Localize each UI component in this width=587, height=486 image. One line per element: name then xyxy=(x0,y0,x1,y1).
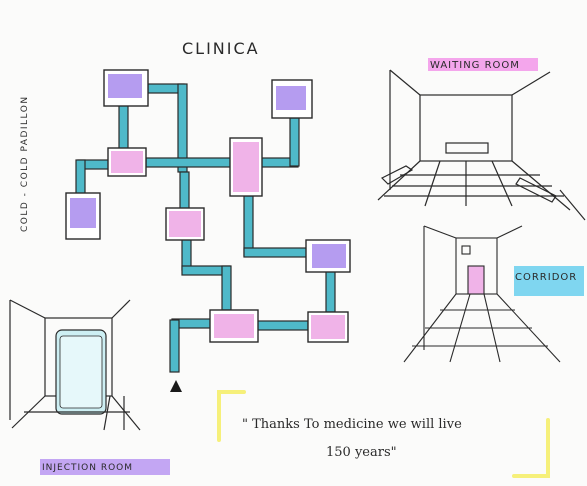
title-clinica: CLINICA xyxy=(182,39,260,58)
room-far-left xyxy=(65,192,101,240)
corridor-sketch: CORRIDOR xyxy=(403,225,584,363)
label-waiting-room: WAITING ROOM xyxy=(430,60,520,71)
corridor-highlight xyxy=(514,266,584,296)
quote-line-2: 150 years" xyxy=(326,445,397,460)
side-label: COLD - COLD PADILLON xyxy=(20,95,30,232)
label-injection-room: INJECTION ROOM xyxy=(42,463,133,473)
waiting-room-sketch: WAITING ROOM xyxy=(377,58,586,221)
injection-room-sketch: INJECTION ROOM xyxy=(9,299,170,475)
room-bottom-right xyxy=(307,311,349,343)
room-tall-middle xyxy=(229,137,263,197)
injection-room-highlight xyxy=(40,459,170,475)
room-top-left xyxy=(103,69,149,107)
quote-bracket-left xyxy=(217,390,246,442)
quote-line-1: " Thanks To medicine we will live xyxy=(242,417,462,432)
room-top-right xyxy=(271,79,313,119)
pipes xyxy=(75,83,336,373)
room-bottom-center xyxy=(209,309,259,343)
room-center xyxy=(165,207,205,241)
room-left-mid xyxy=(107,147,147,177)
quote-bracket-right xyxy=(512,418,550,478)
entrance-arrow-icon xyxy=(170,380,182,392)
clinic-map xyxy=(65,69,351,392)
quote-block: " Thanks To medicine we will live 150 ye… xyxy=(217,390,550,478)
waiting-room-highlight xyxy=(428,58,538,71)
label-corridor: CORRIDOR xyxy=(515,272,577,283)
room-right xyxy=(305,239,351,273)
